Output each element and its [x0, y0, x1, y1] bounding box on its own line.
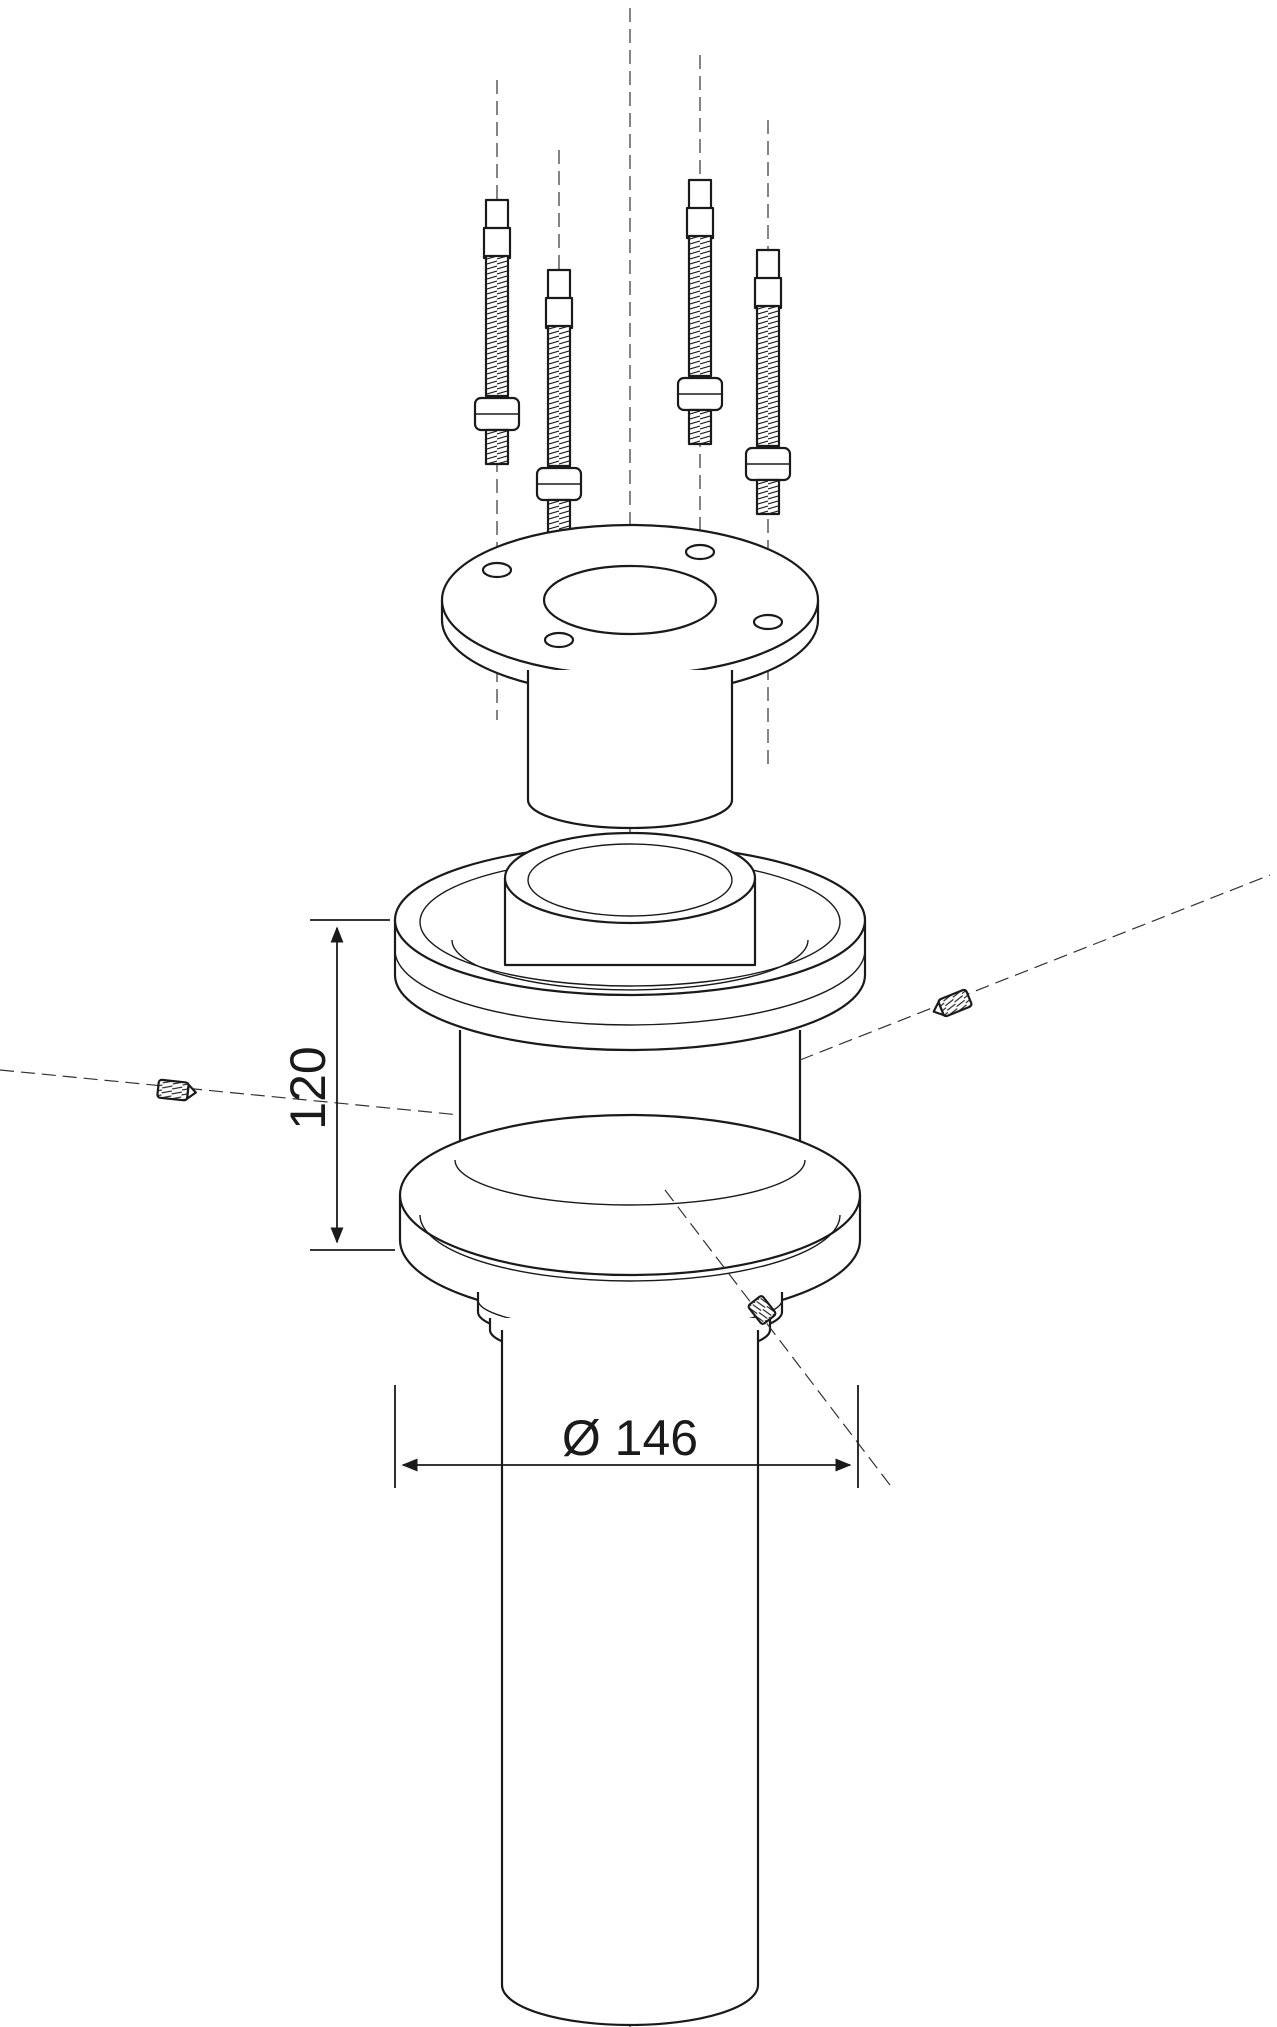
- anchor-bolt-2: [535, 268, 583, 536]
- grub-screw-axes: [0, 874, 1271, 1486]
- lower-collar-ring: [398, 1113, 862, 1322]
- ground-tube: [500, 1330, 760, 2027]
- grub-screw-lower: [747, 1295, 777, 1325]
- anchor-bolt-3: [676, 178, 724, 446]
- grub-screw-left: [156, 1078, 197, 1102]
- height-dimension: 120: [280, 919, 395, 1251]
- anchor-bolt-4: [744, 248, 792, 516]
- insert-tube: [526, 670, 734, 830]
- grub-screw-right: [932, 988, 973, 1018]
- diameter-dimension: Ø 146: [394, 1385, 859, 1488]
- base-plate: [440, 523, 820, 697]
- height-dimension-label: 120: [280, 1046, 336, 1129]
- diameter-dimension-label: Ø 146: [562, 1410, 698, 1466]
- inner-tube: [503, 831, 757, 967]
- anchor-bolt-1: [473, 198, 521, 466]
